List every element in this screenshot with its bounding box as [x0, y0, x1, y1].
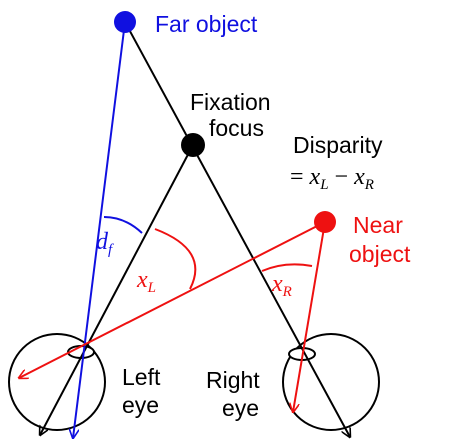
right-fixation-line	[124, 21, 350, 437]
right-eye-label-line2: eye	[222, 395, 259, 421]
fixation-focus-point	[181, 133, 205, 157]
near-object-point	[314, 211, 336, 233]
disparity-title: Disparity	[293, 132, 383, 158]
left-eye-label-line1: Left	[122, 364, 161, 390]
near-object-label-line2: object	[349, 241, 411, 267]
angle-label-df: df	[96, 229, 114, 258]
left-fixation-line	[40, 144, 194, 435]
fixation-label-line1: Fixation	[190, 89, 271, 115]
far-object-label: Far object	[155, 11, 258, 37]
angle-arc-xR	[261, 263, 313, 272]
disparity-equation: = xL − xR	[290, 164, 374, 193]
disparity-angle-arc-df	[103, 216, 143, 234]
near-object-label-line1: Near	[353, 212, 403, 238]
angle-arc-xL	[154, 228, 197, 290]
near-object-ray-left	[19, 221, 326, 378]
near-object-ray-right	[293, 221, 326, 412]
angle-label-xL: xL	[136, 267, 156, 296]
far-object-point	[114, 11, 136, 33]
right-eye-label-line1: Right	[206, 367, 260, 393]
left-eye-circle	[8, 333, 106, 431]
angle-label-xR: xR	[271, 271, 292, 300]
left-eye-label-line2: eye	[122, 392, 159, 418]
right-eye-circle	[282, 333, 380, 431]
fixation-label-line2: focus	[209, 115, 264, 141]
far-object-ray	[73, 21, 126, 438]
